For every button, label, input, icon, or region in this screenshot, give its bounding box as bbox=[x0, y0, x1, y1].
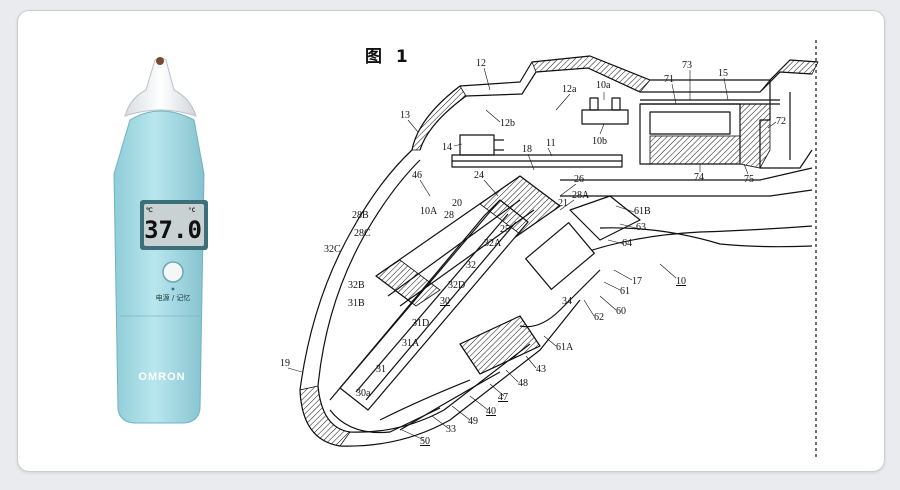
label-10a: 10a bbox=[596, 80, 611, 91]
label-32A: 32A bbox=[484, 238, 502, 249]
lcd-reading: 37.0 bbox=[144, 216, 202, 244]
label-75: 75 bbox=[744, 174, 754, 185]
label-31B: 31B bbox=[348, 298, 365, 309]
label-28: 28 bbox=[444, 210, 454, 221]
label-61B: 61B bbox=[634, 206, 651, 217]
sensor-block bbox=[525, 222, 595, 290]
label-21: 21 bbox=[558, 198, 568, 209]
label-47: 47 bbox=[498, 392, 508, 403]
figure-title: 图 1 bbox=[365, 47, 412, 67]
label-61: 61 bbox=[620, 286, 630, 297]
label-20: 20 bbox=[452, 198, 462, 209]
label-24: 24 bbox=[474, 170, 484, 181]
label-31A: 31A bbox=[402, 338, 420, 349]
label-13: 13 bbox=[400, 110, 410, 121]
device-body bbox=[113, 110, 205, 424]
lcd-small-right: °C bbox=[188, 207, 196, 214]
label-64: 64 bbox=[622, 238, 632, 249]
label-17: 17 bbox=[632, 276, 642, 287]
label-30: 30 bbox=[440, 296, 450, 307]
power-memory-button[interactable] bbox=[162, 261, 184, 283]
label-28C: 28C bbox=[354, 228, 371, 239]
label-32B: 32B bbox=[348, 280, 365, 291]
label-31: 31 bbox=[376, 364, 386, 375]
label-26: 26 bbox=[574, 174, 584, 185]
label-30a: 30a bbox=[356, 388, 371, 399]
label-50: 50 bbox=[420, 436, 430, 447]
label-72: 72 bbox=[776, 116, 786, 127]
label-34: 34 bbox=[562, 296, 572, 307]
label-62: 62 bbox=[594, 312, 604, 323]
lcd-small-left: ℃ bbox=[146, 207, 153, 214]
probe-sensor bbox=[156, 57, 164, 65]
label-60: 60 bbox=[616, 306, 626, 317]
label-43: 43 bbox=[536, 364, 546, 375]
label-74: 74 bbox=[694, 172, 704, 183]
label-48: 48 bbox=[518, 378, 528, 389]
label-11: 11 bbox=[546, 138, 556, 149]
label-10A: 10A bbox=[420, 206, 438, 217]
lcd-screen bbox=[144, 204, 204, 246]
label-19: 19 bbox=[280, 358, 290, 369]
label-31D: 31D bbox=[412, 318, 429, 329]
label-49: 49 bbox=[468, 416, 478, 427]
label-28B: 28B bbox=[352, 210, 369, 221]
probe-head-inner bbox=[317, 159, 531, 433]
label-10: 10 bbox=[676, 276, 686, 287]
label-18: 18 bbox=[522, 144, 532, 155]
label-25: 25 bbox=[500, 224, 510, 235]
label-28A: 28A bbox=[572, 190, 590, 201]
label-63: 63 bbox=[636, 222, 646, 233]
brand-logo: OMRON bbox=[138, 371, 185, 383]
label-32D: 32D bbox=[448, 280, 465, 291]
thermometer-photo: ℃ °C 37.0 电源 / 记忆 OMRON bbox=[113, 57, 208, 424]
label-15: 15 bbox=[718, 68, 728, 79]
label-14: 14 bbox=[442, 142, 452, 153]
probe-tip bbox=[124, 57, 197, 117]
label-32C: 32C bbox=[324, 244, 341, 255]
label-73: 73 bbox=[682, 60, 692, 71]
handle-outline bbox=[560, 167, 813, 181]
button-caption: 电源 / 记忆 bbox=[156, 293, 191, 302]
label-33: 33 bbox=[446, 424, 456, 435]
label-46: 46 bbox=[412, 170, 422, 181]
label-12: 12 bbox=[476, 58, 486, 69]
label-12a: 12a bbox=[562, 84, 577, 95]
label-61A: 61A bbox=[556, 342, 574, 353]
label-12b: 12b bbox=[500, 118, 515, 129]
indicator-dot bbox=[171, 287, 175, 291]
label-32: 32 bbox=[466, 260, 476, 271]
label-10b: 10b bbox=[592, 136, 607, 147]
label-40: 40 bbox=[486, 406, 496, 417]
label-71: 71 bbox=[664, 74, 674, 85]
